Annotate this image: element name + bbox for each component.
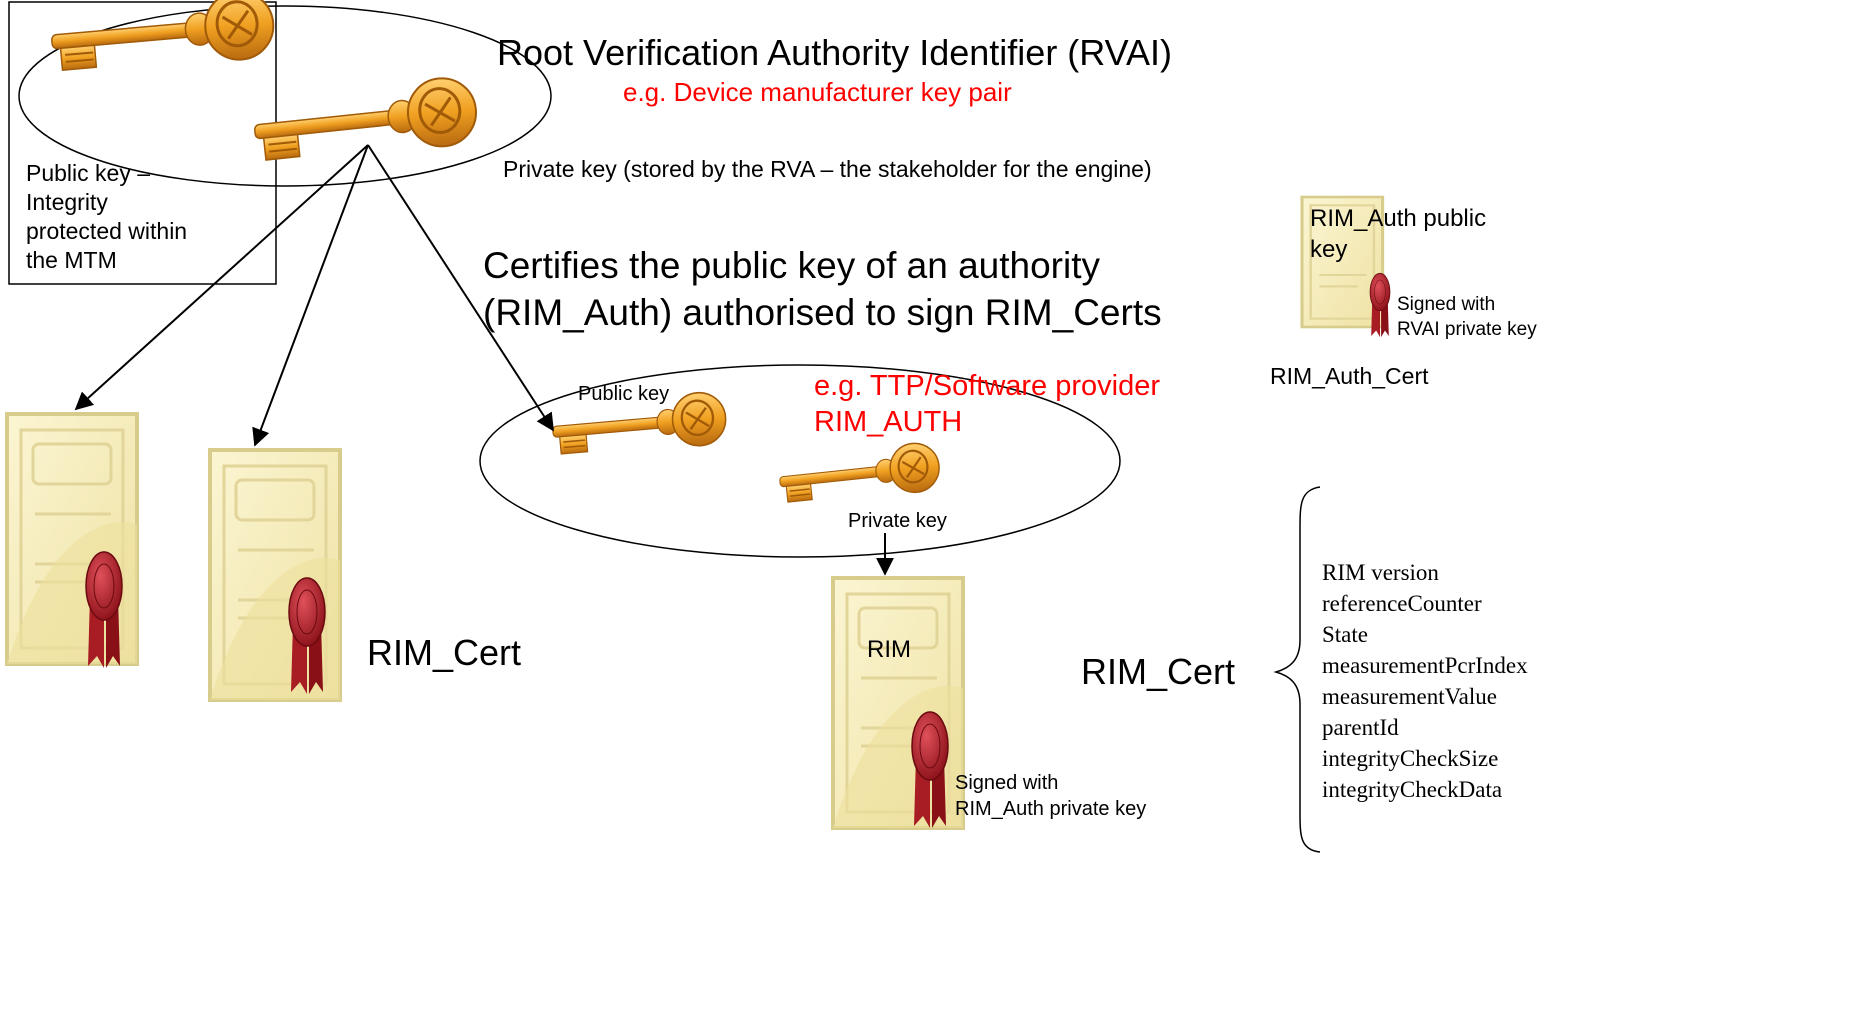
rim-auth-private-key-icon bbox=[776, 439, 943, 508]
rim-cert-field: State bbox=[1322, 622, 1368, 647]
rim-cert-field: integrityCheckSize bbox=[1322, 746, 1499, 771]
rvai-title: Root Verification Authority Identifier (… bbox=[497, 32, 1172, 73]
rim-auth-cert-caption: RIM_Auth_Cert bbox=[1270, 363, 1429, 389]
certifies-line: Certifies the public key of an authority bbox=[483, 245, 1100, 286]
rvai-example: e.g. Device manufacturer key pair bbox=[623, 77, 1012, 107]
rim-cert-field: measurementValue bbox=[1322, 684, 1497, 709]
rim-cert-field: measurementPcrIndex bbox=[1322, 653, 1528, 678]
rim-auth-example-line: e.g. TTP/Software provider bbox=[814, 370, 1161, 402]
rim-cert-field: referenceCounter bbox=[1322, 591, 1482, 616]
rim-auth-keypair-ellipse bbox=[479, 364, 1121, 558]
rim-certificate-icon bbox=[831, 576, 965, 830]
rim-auth-certificate-icon bbox=[1300, 195, 1385, 329]
rvai-public-key-icon bbox=[47, 0, 278, 78]
rim-cert-field: integrityCheckData bbox=[1322, 777, 1503, 802]
rim-auth-public-key-label: Public key bbox=[578, 383, 670, 405]
rim-cert-caption: RIM_Cert bbox=[1081, 651, 1236, 692]
left-rim-cert-caption: RIM_Cert bbox=[367, 632, 522, 673]
rim-auth-cert-title: RIM_Auth public bbox=[1310, 205, 1487, 232]
left-certificate-1-icon bbox=[5, 412, 139, 669]
public-key-line: protected within bbox=[26, 218, 188, 244]
rvai-private-key-label: Private key (stored by the RVA – the sta… bbox=[503, 156, 1152, 182]
public-key-line: Public key – bbox=[26, 160, 151, 186]
public-key-line: the MTM bbox=[26, 247, 117, 273]
rvai-keypair-ellipse bbox=[18, 5, 552, 187]
certifies-line: (RIM_Auth) authorised to sign RIM_Certs bbox=[483, 292, 1162, 333]
rim-auth-cert-title: key bbox=[1310, 236, 1348, 263]
arrow-to-left-cert-1 bbox=[74, 144, 369, 411]
public-key-line: Integrity bbox=[26, 189, 108, 215]
arrow-to-rim-auth-public-key bbox=[367, 144, 554, 432]
arrow-to-left-cert-2 bbox=[252, 144, 369, 447]
rim-cert-field: RIM version bbox=[1322, 560, 1439, 585]
rim-auth-signed-line: RVAI private key bbox=[1397, 319, 1537, 340]
rim-cert-signed-line: RIM_Auth private key bbox=[955, 798, 1147, 820]
rim-cert-title: RIM bbox=[867, 636, 911, 663]
rim-auth-seal-icon bbox=[1369, 272, 1391, 338]
rim-auth-signed-line: Signed with bbox=[1397, 294, 1496, 315]
rim-cert-fields-brace bbox=[1273, 486, 1321, 853]
rim-auth-example-line: RIM_AUTH bbox=[814, 406, 963, 438]
rim-auth-private-key-label: Private key bbox=[848, 510, 947, 532]
left-certificate-2-icon bbox=[208, 448, 342, 702]
rim-cert-signed-line: Signed with bbox=[955, 772, 1059, 794]
rim-cert-field: parentId bbox=[1322, 715, 1399, 740]
